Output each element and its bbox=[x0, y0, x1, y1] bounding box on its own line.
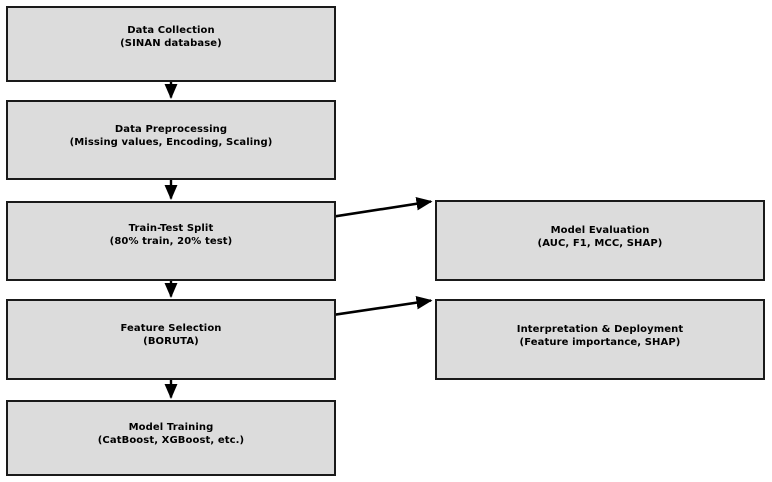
node-subtitle: (80% train, 20% test) bbox=[109, 236, 233, 247]
node-text-block: Model Evaluation (AUC, F1, MCC, SHAP) bbox=[538, 224, 663, 250]
node-text-block: Model Training (CatBoost, XGBoost, etc.) bbox=[98, 421, 244, 447]
node-text-block: Data Preprocessing (Missing values, Enco… bbox=[70, 123, 273, 149]
node-title: Feature Selection bbox=[120, 322, 222, 334]
node-title: Model Training bbox=[128, 422, 214, 433]
node-data-collection[interactable]: Data Collection (SINAN database) bbox=[6, 6, 336, 82]
node-model-evaluation[interactable]: Model Evaluation (AUC, F1, MCC, SHAP) bbox=[435, 200, 765, 281]
node-interpretation-deployment[interactable]: Interpretation & Deployment (Feature imp… bbox=[435, 299, 765, 380]
node-feature-selection[interactable]: Feature Selection (BORUTA) bbox=[6, 299, 336, 380]
node-subtitle: (SINAN database) bbox=[120, 38, 222, 49]
node-subtitle: (Missing values, Encoding, Scaling) bbox=[69, 137, 273, 148]
node-subtitle: (Feature importance, SHAP) bbox=[519, 336, 681, 348]
node-title: Interpretation & Deployment bbox=[516, 323, 684, 335]
node-title: Train-Test Split bbox=[128, 223, 214, 234]
node-title: Model Evaluation bbox=[550, 224, 650, 236]
node-train-test-split[interactable]: Train-Test Split (80% train, 20% test) bbox=[6, 201, 336, 281]
node-data-preprocessing[interactable]: Data Preprocessing (Missing values, Enco… bbox=[6, 100, 336, 180]
node-text-block: Train-Test Split (80% train, 20% test) bbox=[110, 222, 233, 248]
node-subtitle: (CatBoost, XGBoost, etc.) bbox=[97, 435, 245, 446]
node-subtitle: (AUC, F1, MCC, SHAP) bbox=[537, 237, 663, 249]
node-text-block: Interpretation & Deployment (Feature imp… bbox=[517, 323, 683, 349]
node-text-block: Data Collection (SINAN database) bbox=[120, 24, 222, 50]
node-title: Data Preprocessing bbox=[114, 124, 228, 135]
node-title: Data Collection bbox=[127, 25, 215, 36]
node-subtitle: (BORUTA) bbox=[143, 335, 199, 347]
node-text-block: Feature Selection (BORUTA) bbox=[120, 322, 221, 348]
node-model-training[interactable]: Model Training (CatBoost, XGBoost, etc.) bbox=[6, 400, 336, 476]
